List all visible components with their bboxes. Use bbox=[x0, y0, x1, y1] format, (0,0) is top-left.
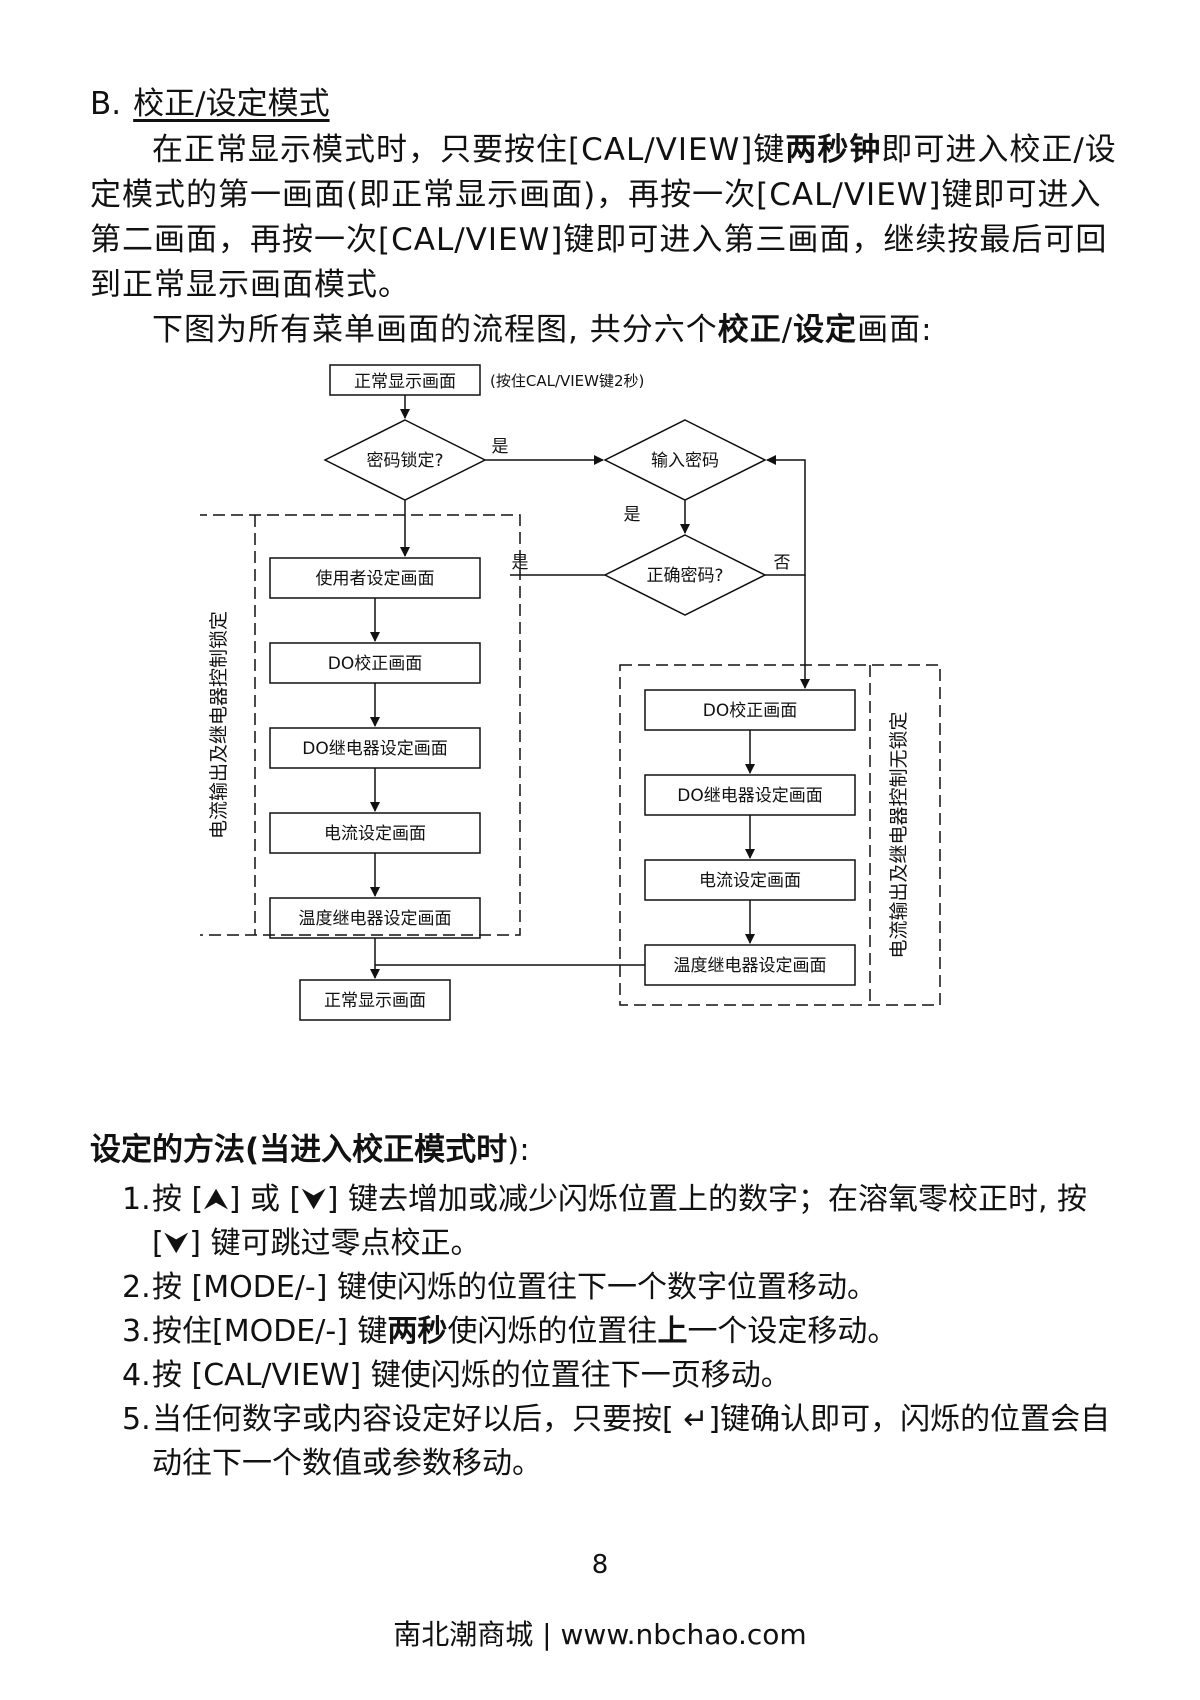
intro-paragraph-2: 下图为所有菜单画面的流程图, 共分六个校正/设定画面: bbox=[152, 312, 933, 348]
start-label: 正常显示画面 bbox=[354, 372, 456, 392]
lock-question: 密码锁定? bbox=[366, 451, 443, 471]
step-5: 5.当任何数字或内容设定好以后，只要按[ ↵]键确认即可，闪烁的位置会自动往下一… bbox=[122, 1402, 1111, 1481]
correct-password-decision bbox=[603, 534, 767, 616]
left-step-5: 温度继电器设定画面 bbox=[299, 909, 452, 929]
page-number: 8 bbox=[591, 1550, 609, 1580]
footer-watermark: 南北潮商城 | www.nbchao.com bbox=[393, 1618, 807, 1651]
intro-paragraph-1: 在正常显示模式时，只要按住[CAL/VIEW]键两秒钟即可进入校正/设定模式的第… bbox=[90, 132, 1117, 303]
left-step-1: 使用者设定画面 bbox=[316, 568, 435, 589]
right-group-label: 电流输出及继电器控制无锁定 bbox=[888, 711, 910, 958]
right-step-4: 温度继电器设定画面 bbox=[674, 956, 827, 976]
yes-label-correct: 是 bbox=[512, 553, 529, 573]
left-group-border bbox=[200, 514, 521, 936]
input-password-label: 输入密码 bbox=[651, 451, 719, 471]
left-step-4: 电流设定画面 bbox=[324, 824, 426, 844]
intro-text: 在正常显示模式时，只要按住[CAL/VIEW]键两秒钟即可进入校正/设定模式的第… bbox=[90, 128, 1120, 353]
section-heading: B. 校正/设定模式 bbox=[90, 84, 330, 124]
step-1: 1.按 [⮝] 或 [⮟] 键去增加或减少闪烁位置上的数字；在溶氧零校正时, 按… bbox=[122, 1182, 1088, 1261]
bold-two-seconds: 两秒钟 bbox=[785, 132, 882, 168]
no-label-correct: 否 bbox=[774, 553, 791, 573]
method-heading: 设定的方法(当进入校正模式时): bbox=[90, 1132, 530, 1168]
flowchart: 正常显示画面 (按住CAL/VIEW键2秒) 密码锁定? 输入密码 正确密码? … bbox=[200, 364, 941, 1021]
right-step-3: 电流设定画面 bbox=[699, 871, 801, 891]
correct-password-question: 正确密码? bbox=[646, 566, 723, 586]
right-group-border bbox=[619, 664, 941, 1006]
step-4: 4.按 [CAL/VIEW] 键使闪烁的位置往下一页移动。 bbox=[122, 1358, 791, 1393]
step-2: 2.按 [MODE/-] 键使闪烁的位置往下一个数字位置移动。 bbox=[122, 1270, 877, 1305]
left-group-label: 电流输出及继电器控制锁定 bbox=[208, 611, 230, 839]
end-box bbox=[299, 979, 451, 1021]
left-step-3: DO继电器设定画面 bbox=[302, 739, 447, 759]
section-label: B. bbox=[90, 86, 122, 122]
right-step-1: DO校正画面 bbox=[703, 701, 797, 721]
right-step-2: DO继电器设定画面 bbox=[677, 786, 822, 806]
section-title: 校正/设定模式 bbox=[133, 86, 330, 122]
method-steps: 1.按 [⮝] 或 [⮟] 键去增加或减少闪烁位置上的数字；在溶氧零校正时, 按… bbox=[122, 1178, 1122, 1486]
yes-label-input: 是 bbox=[624, 505, 641, 525]
end-label: 正常显示画面 bbox=[324, 991, 426, 1011]
yes-label-lock: 是 bbox=[492, 437, 509, 457]
step-3: 3.按住[MODE/-] 键两秒使闪烁的位置往上一个设定移动。 bbox=[122, 1314, 898, 1349]
start-note: (按住CAL/VIEW键2秒) bbox=[490, 372, 644, 390]
left-step-2: DO校正画面 bbox=[328, 654, 422, 674]
